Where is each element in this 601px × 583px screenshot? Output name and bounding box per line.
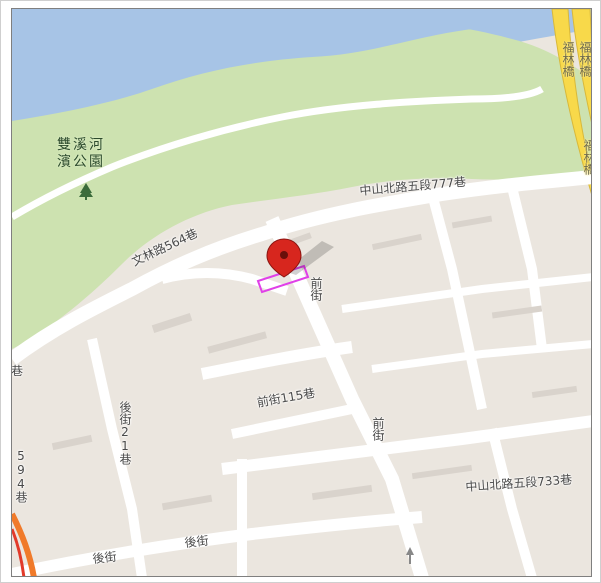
road-zhongshan-733 bbox=[221, 415, 591, 475]
road-label-qianjie-2: 前街 bbox=[371, 417, 385, 441]
road-wenlin-564 bbox=[12, 170, 591, 365]
road-qianjie-115 bbox=[200, 341, 353, 380]
arrow-up-icon bbox=[406, 547, 414, 564]
river-channel bbox=[12, 9, 591, 121]
highway-west bbox=[551, 9, 591, 194]
park-name-line1: 雙溪河 bbox=[57, 137, 105, 153]
bridge-label-3: 福林橋 bbox=[582, 139, 592, 175]
park-path bbox=[12, 85, 544, 221]
tree-icon bbox=[79, 183, 93, 200]
road-east-3 bbox=[341, 273, 591, 313]
road-label-houjie-2: 後街 bbox=[183, 533, 210, 550]
bridge-label-1: 福林橋 bbox=[561, 41, 575, 77]
road-east-4 bbox=[371, 340, 591, 373]
road-south-2 bbox=[487, 427, 537, 576]
road-label-594: 594巷 bbox=[14, 449, 28, 503]
park-name-line2: 濱公園 bbox=[57, 154, 105, 170]
map-view[interactable]: 雙溪河 濱公園 文林路564巷 中山北路五段777巷 前街 前街 前街115巷 … bbox=[11, 8, 592, 577]
bridge-label-2: 福林橋 bbox=[578, 41, 592, 77]
road-label-edge: 巷 bbox=[11, 364, 24, 378]
road-label-houjie-1: 後街 bbox=[91, 549, 118, 566]
highway-east bbox=[571, 9, 591, 123]
road-qianjie-alley bbox=[230, 404, 354, 439]
arterial-road bbox=[12, 512, 37, 576]
road-east-2 bbox=[507, 185, 547, 350]
road-houjie bbox=[12, 511, 423, 576]
road-label-qianjie-1: 前街 bbox=[309, 277, 323, 301]
map-canvas bbox=[12, 9, 591, 576]
road-houjie-21 bbox=[87, 337, 147, 576]
arterial-road-edge bbox=[12, 528, 26, 576]
road-label-houjie-21: 後街21巷 bbox=[118, 401, 132, 465]
road-cul-de-sac bbox=[160, 268, 289, 296]
map-pin-icon[interactable] bbox=[266, 238, 302, 278]
road-east-1 bbox=[427, 192, 487, 411]
